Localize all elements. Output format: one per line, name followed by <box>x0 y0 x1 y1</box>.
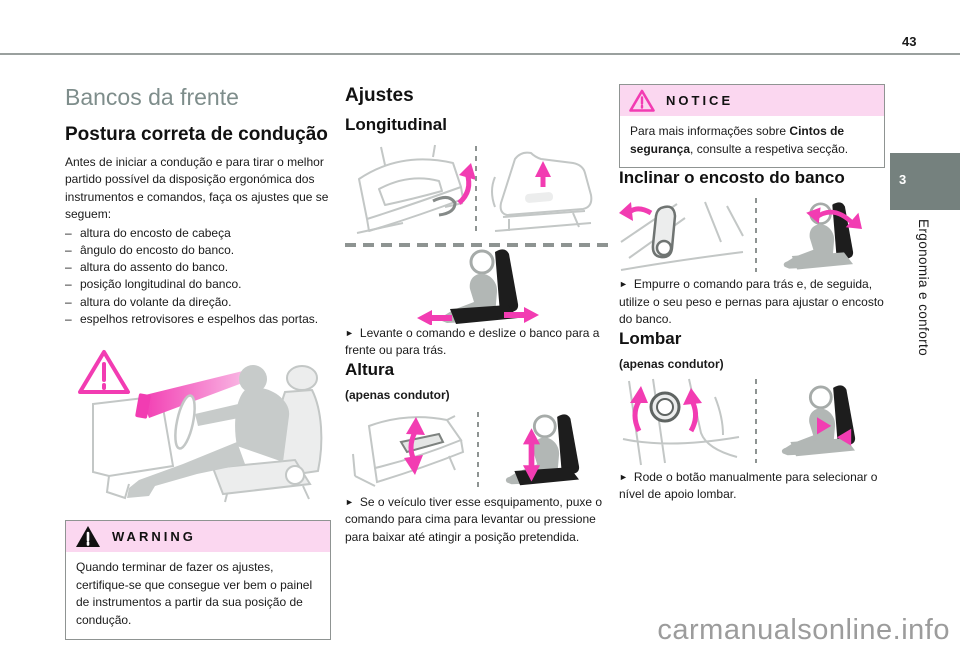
subheading-inclinar: Inclinar o encosto do banco <box>619 168 845 188</box>
lift-arrow-small <box>535 160 551 187</box>
notice-box-header: NOTICE <box>620 85 884 116</box>
list-item-text: altura do volante da direção. <box>80 294 232 309</box>
illustration-altura <box>352 411 581 490</box>
instruction-lombar: ►Rode o botão manualmente para seleciona… <box>619 469 885 504</box>
instruction-arrow-icon: ► <box>345 496 354 507</box>
list-item: –altura do encosto de cabeça <box>65 225 331 242</box>
seat-slide-pictogram <box>417 247 539 325</box>
lumbar-support-pictogram <box>780 383 857 457</box>
page-number: 43 <box>902 34 917 49</box>
seat-height-pictogram <box>504 412 581 486</box>
instruction-text: Empurre o comando para trás e, de seguid… <box>619 277 884 327</box>
instrument-cluster <box>135 393 151 419</box>
instruction-longitudinal: ►Levante o comando e deslize o banco par… <box>345 325 611 360</box>
chapter-title-vertical: Ergonomia e conforto <box>916 219 931 357</box>
list-item: –espelhos retrovisores e espelhos das po… <box>65 311 331 328</box>
bullet-marker: – <box>65 242 72 257</box>
list-item-text: altura do encosto de cabeça <box>80 225 231 240</box>
notice-text: , consulte a respetiva secção. <box>690 141 849 156</box>
rotate-arrows <box>630 385 702 433</box>
list-item-text: posição longitudinal do banco. <box>80 277 242 292</box>
instruction-text: Levante o comando e deslize o banco para… <box>345 325 600 358</box>
seat-side-lines <box>620 201 744 272</box>
warning-box-header: WARNING <box>66 521 330 553</box>
bullet-marker: – <box>65 225 72 240</box>
list-item: –posição longitudinal do banco. <box>65 276 331 293</box>
chapter-number: 3 <box>899 172 907 187</box>
notice-title: NOTICE <box>666 93 734 108</box>
seat-release-handle-drawing <box>356 144 464 234</box>
list-item-text: altura do assento do banco. <box>80 260 229 275</box>
instruction-altura: ►Se o veículo tiver esse esquipamento, p… <box>345 494 611 547</box>
illustration-lombar <box>622 378 857 465</box>
notice-box: NOTICE Para mais informações sobre Cinto… <box>619 84 885 169</box>
bullet-marker: – <box>65 294 72 309</box>
section-heading-postura: Postura correta de condução <box>65 124 328 145</box>
notice-triangle-icon <box>629 89 655 112</box>
list-item: –altura do volante da direção. <box>65 294 331 311</box>
note-apenas-condutor: (apenas condutor) <box>619 356 724 371</box>
list-item: –ângulo do encosto do banco. <box>65 242 331 259</box>
instruction-text: Se o veículo tiver esse esquipamento, pu… <box>345 494 603 544</box>
right-column: NOTICE Para mais informações sobre Cinto… <box>619 84 885 504</box>
instruction-arrow-icon: ► <box>345 327 354 338</box>
list-item: –altura do assento do banco. <box>65 259 331 276</box>
notice-body: Para mais informações sobre Cintos de se… <box>620 116 884 167</box>
illustration-longitudinal <box>345 144 611 325</box>
instruction-arrow-icon: ► <box>619 279 628 290</box>
warning-triangle-icon <box>76 526 100 548</box>
chapter-tab: 3 <box>890 153 960 210</box>
recline-arrows <box>806 207 862 230</box>
seat-drawing <box>211 365 323 503</box>
instruction-arrow-icon: ► <box>619 471 628 482</box>
driver-silhouette <box>127 365 290 499</box>
caution-triangle-icon <box>78 350 130 395</box>
instruction-text: Rode o botão manualmente para selecionar… <box>619 469 878 502</box>
watermark: carmanualsonline.info <box>657 614 950 646</box>
adjustment-list: –altura do encosto de cabeça –ângulo do … <box>65 225 331 329</box>
note-apenas-condutor: (apenas condutor) <box>345 387 450 402</box>
illustration-driving-posture <box>78 350 323 503</box>
bullet-marker: – <box>65 311 72 326</box>
steering-wheel <box>174 394 196 450</box>
seat-recline-pictogram <box>782 201 862 271</box>
middle-column: Ajustes Longitudinal <box>345 84 611 546</box>
header-rule <box>0 53 960 55</box>
seat-side-view-drawing <box>491 151 593 232</box>
bullet-marker: – <box>65 260 72 275</box>
warning-box: WARNING Quando terminar de fazer os ajus… <box>65 520 331 640</box>
list-item-text: espelhos retrovisores e espelhos das por… <box>80 311 319 326</box>
bullet-marker: – <box>65 277 72 292</box>
illustration-inclinar <box>619 198 862 273</box>
lumbar-arrows <box>817 417 852 446</box>
intro-paragraph: Antes de iniciar a condução e para tirar… <box>65 154 329 222</box>
height-arrows <box>522 427 541 482</box>
subheading-longitudinal: Longitudinal <box>345 114 447 134</box>
push-back-arrow <box>619 202 653 222</box>
instruction-inclinar: ►Empurre o comando para trás e, de segui… <box>619 276 885 329</box>
list-item-text: ângulo do encosto do banco. <box>80 242 235 257</box>
left-column: Bancos da frente Postura correta de cond… <box>65 84 331 640</box>
subheading-lombar: Lombar <box>619 328 682 348</box>
notice-text: Para mais informações sobre <box>630 124 790 138</box>
slide-arrows <box>417 306 539 325</box>
page-title: Bancos da frente <box>65 84 239 110</box>
section-heading-ajustes: Ajustes <box>345 85 414 106</box>
warning-title: WARNING <box>112 529 196 545</box>
lift-arrow <box>457 162 476 205</box>
subheading-altura: Altura <box>345 359 395 379</box>
sight-line-beam <box>141 368 261 419</box>
notice-text-bold: Cintos de segurança <box>630 124 845 156</box>
up-down-arrow <box>404 416 425 475</box>
warning-body: Quando terminar de fazer os ajustes, cer… <box>76 560 313 628</box>
